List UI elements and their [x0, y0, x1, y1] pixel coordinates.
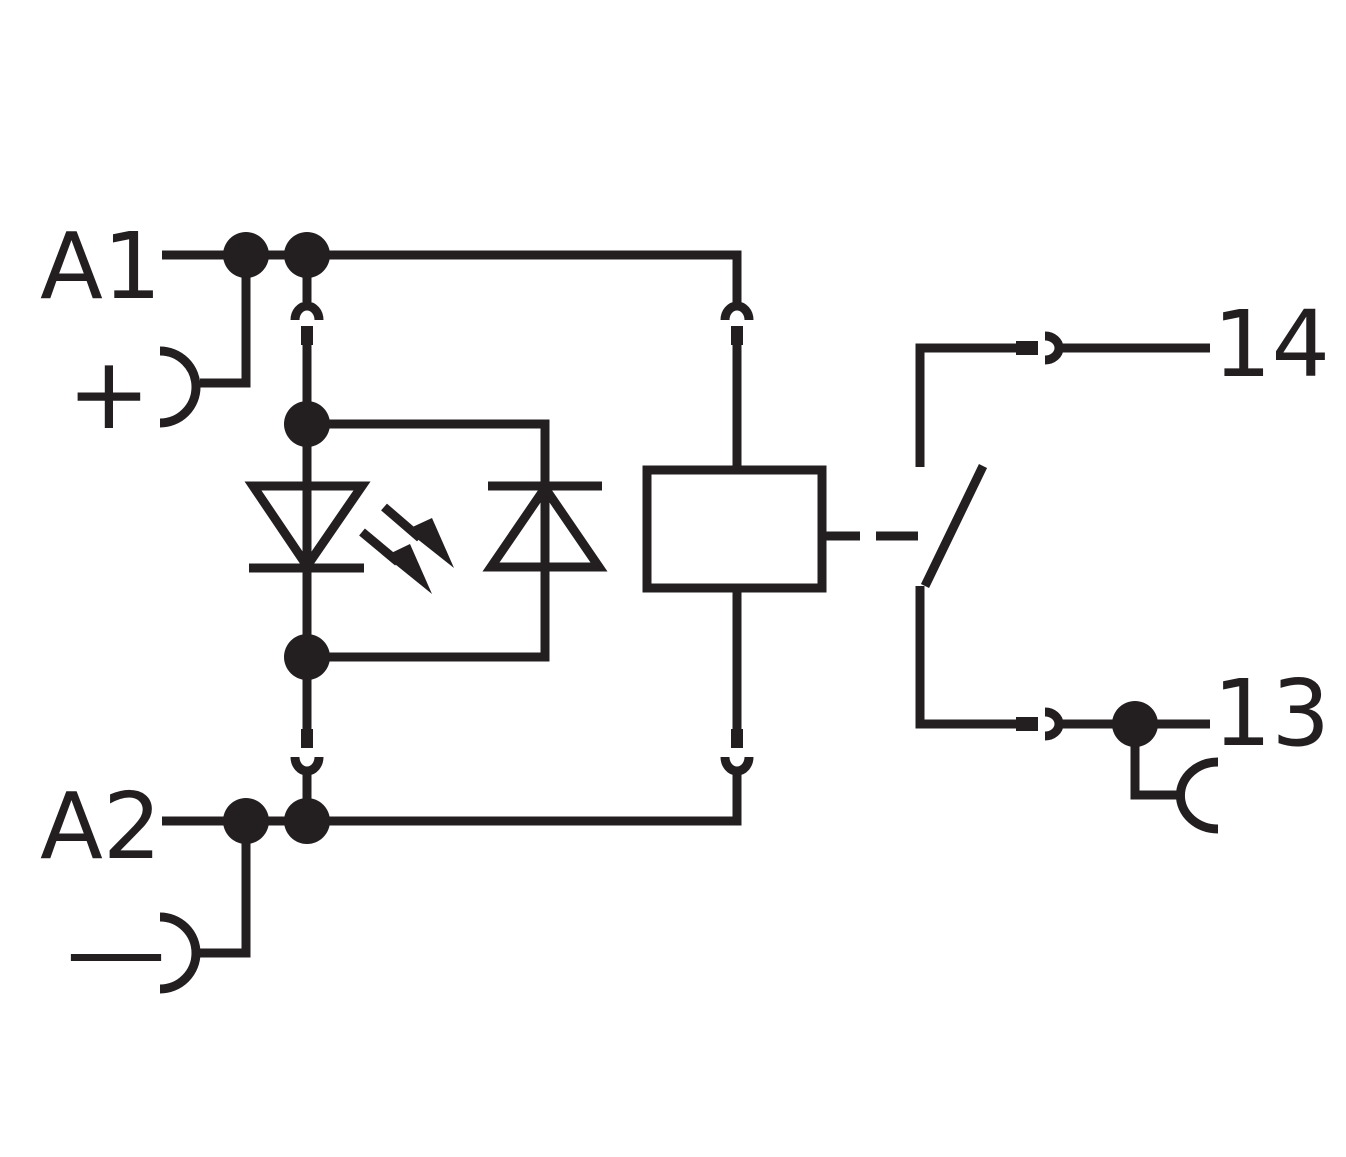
junction-dot-icon: [223, 232, 269, 278]
indicator-led-icon: [244, 481, 454, 594]
junction-dots: [223, 232, 1158, 844]
plug-connector-icon: [720, 756, 754, 776]
plug-connector-icon: [1044, 331, 1064, 365]
plug-pin-icon: [1016, 341, 1038, 355]
plug-connector-icon: [1175, 757, 1219, 834]
terminal-label-13: 13: [1213, 660, 1330, 767]
plug-connector-icon: [290, 756, 324, 776]
plug-connector-icon: [720, 301, 754, 321]
led-branch-wiring: [290, 255, 550, 821]
polarity-plus-label: +: [67, 335, 151, 452]
junction-dot-icon: [284, 634, 330, 680]
plug-pin-icon: [1016, 717, 1038, 731]
junction-dot-icon: [284, 401, 330, 447]
a2-input-wiring: [159, 771, 742, 994]
terminal-label-14: 14: [1213, 291, 1330, 398]
terminal-label-a2: A2: [40, 773, 161, 880]
plug-pin-icon: [731, 326, 743, 345]
plug-connector-icon: [290, 301, 324, 321]
junction-dot-icon: [1112, 701, 1158, 747]
plug-connector-icon: [1044, 707, 1064, 741]
relay-coil-icon: [642, 465, 827, 593]
plug-pin-icon: [731, 729, 743, 748]
junction-dot-icon: [284, 232, 330, 278]
normally-open-contact-icon: [915, 331, 1219, 834]
plug-pin-icon: [301, 326, 313, 345]
plug-pin-icon: [301, 729, 313, 748]
coil-branch-wiring: [720, 301, 754, 776]
freewheeling-diode-icon: [482, 480, 608, 572]
a1-input-wiring: [159, 250, 742, 428]
terminal-label-a1: A1: [40, 213, 161, 320]
polarity-minus-label: —: [66, 892, 166, 1009]
junction-dot-icon: [223, 798, 269, 844]
junction-dot-icon: [284, 798, 330, 844]
